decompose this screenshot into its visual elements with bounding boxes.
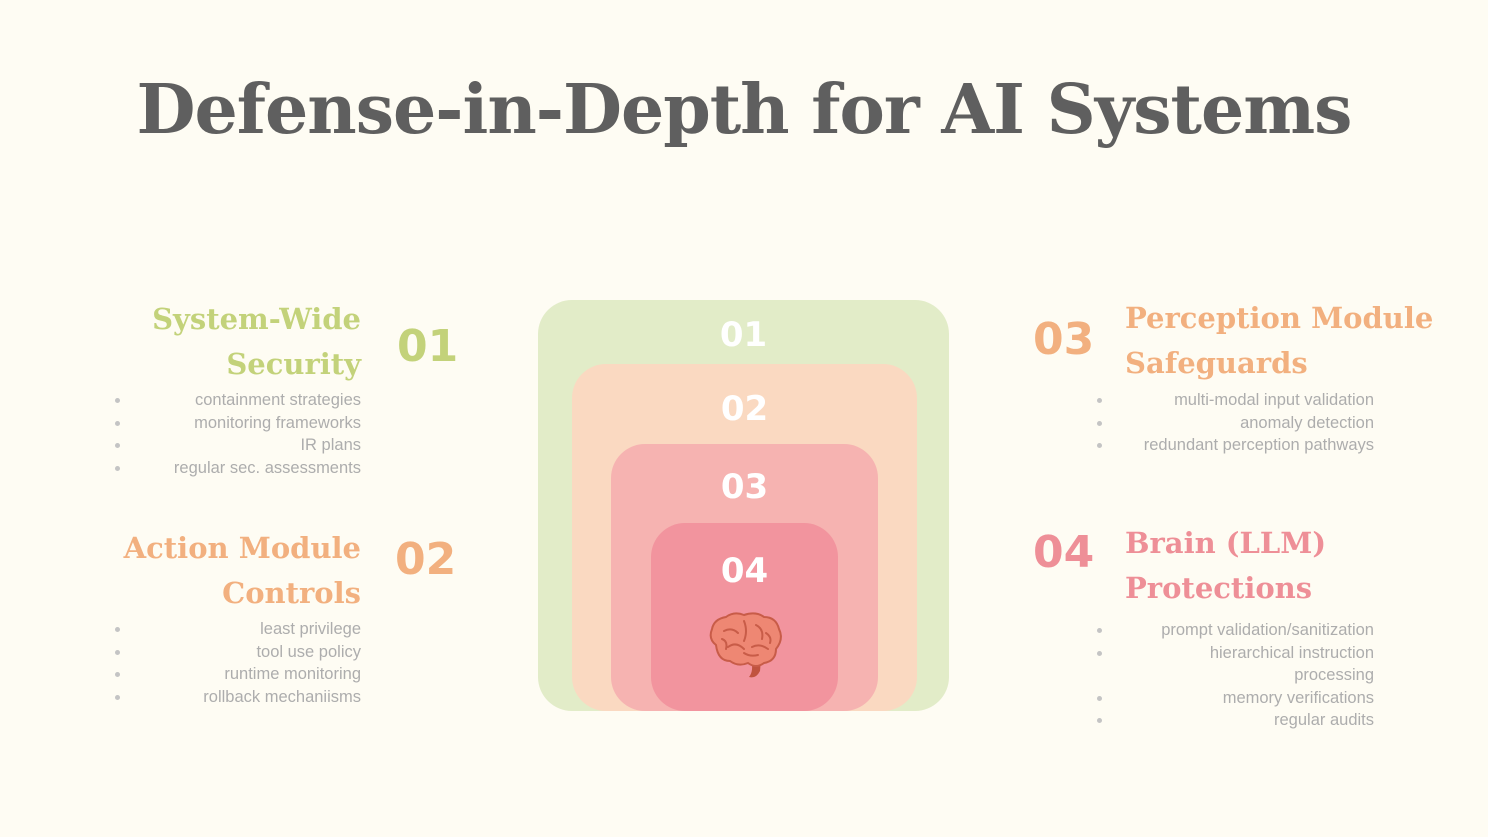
action-number: 02	[395, 534, 457, 585]
bullet-dot	[115, 466, 120, 471]
action-heading-line1: Action Module	[123, 531, 361, 565]
action-heading: Action Module Controls	[41, 526, 361, 616]
layer-04-label: 04	[720, 551, 769, 591]
list-item: containment strategies	[194, 391, 361, 409]
system-wide-heading-line1: System-Wide	[152, 302, 361, 336]
bullet-dot	[115, 627, 120, 632]
layer-03-label: 03	[720, 467, 769, 507]
bullet-dot	[1097, 443, 1102, 448]
bullet-dot	[115, 421, 120, 426]
bullet-dot	[115, 650, 120, 655]
brain-heading-line2: Protections	[1125, 571, 1313, 605]
bullet-dot	[1097, 398, 1102, 403]
list-item: prompt validation/sanitization	[1161, 621, 1374, 639]
page-title: Defense-in-Depth for AI Systems	[136, 70, 1353, 150]
brain-bullet-list: prompt validation/sanitization hierarchi…	[1114, 619, 1374, 732]
list-item: least privilege	[260, 620, 361, 638]
system-wide-heading-line2: Security	[226, 347, 361, 381]
system-wide-heading: System-Wide Security	[41, 297, 361, 387]
list-item: processing	[1294, 666, 1374, 684]
action-bullet-list: least privilege tool use policy runtime …	[41, 618, 361, 708]
bullet-dot	[115, 672, 120, 677]
bullet-dot	[1097, 651, 1102, 656]
list-item: multi-modal input validation	[1174, 391, 1374, 409]
bullet-dot	[1097, 628, 1102, 633]
bullet-dot	[1097, 696, 1102, 701]
bullet-dot	[115, 398, 120, 403]
perception-heading-line2: Safeguards	[1125, 346, 1308, 380]
list-item: monitoring frameworks	[194, 413, 361, 432]
perception-heading: Perception Module Safeguards	[1125, 296, 1465, 386]
bullet-dot	[115, 443, 120, 448]
layer-04: 04	[651, 523, 838, 711]
list-item: anomaly detection	[1240, 413, 1374, 432]
list-item: hierarchical instruction	[1209, 643, 1374, 662]
brain-number: 04	[1033, 527, 1095, 578]
perception-heading-line1: Perception Module	[1125, 301, 1434, 335]
list-item: IR plans	[300, 436, 361, 454]
list-item: redundant perception pathways	[1143, 436, 1374, 454]
brain-heading: Brain (LLM) Protections	[1125, 521, 1465, 611]
perception-bullet-list: multi-modal input validation anomaly det…	[1114, 389, 1374, 457]
list-item: rollback mechaniisms	[203, 687, 361, 706]
layer-02-label: 02	[720, 389, 769, 429]
bullet-dot	[115, 695, 120, 700]
brain-heading-line1: Brain (LLM)	[1125, 526, 1327, 560]
layer-01-label: 01	[719, 315, 768, 355]
bullet-dot	[1097, 718, 1102, 723]
system-wide-number: 01	[397, 321, 459, 372]
system-wide-bullet-list: containment strategies monitoring framew…	[41, 389, 361, 479]
list-item: regular audits	[1274, 711, 1374, 729]
brain-icon	[709, 612, 782, 678]
list-item: regular sec. assessments	[173, 458, 361, 477]
perception-number: 03	[1033, 314, 1095, 365]
list-item: memory verifications	[1222, 688, 1374, 707]
list-item: tool use policy	[256, 642, 361, 661]
list-item: runtime monitoring	[224, 665, 361, 683]
bullet-dot	[1097, 421, 1102, 426]
action-heading-line2: Controls	[222, 576, 361, 610]
